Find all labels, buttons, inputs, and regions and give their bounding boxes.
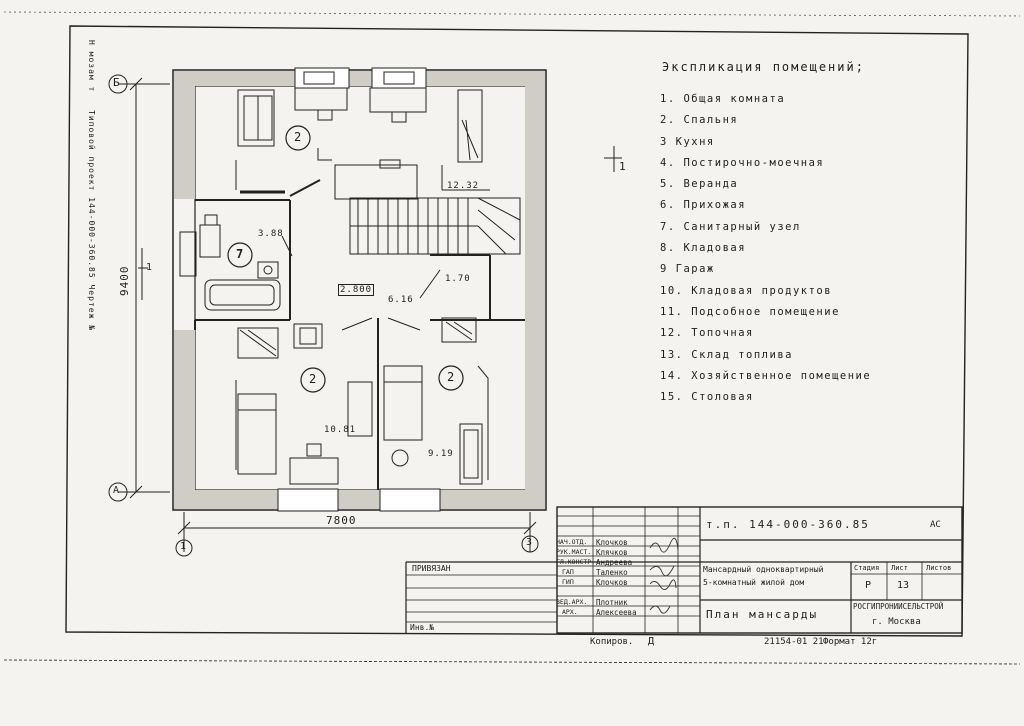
binding-label: ПРИВЯЗАН xyxy=(412,564,451,573)
explication-item: 7. Санитарный узел xyxy=(660,220,801,233)
partitions xyxy=(194,179,525,490)
role-label: РУК.МАСТ. xyxy=(556,548,592,556)
axis-b-label: Б xyxy=(113,76,120,89)
explication-item: 9 Гараж xyxy=(660,263,715,276)
explication-item: 10. Кладовая продуктов xyxy=(660,284,833,297)
top-windows xyxy=(277,67,441,512)
room-number-bedroom-left: 2 xyxy=(309,372,317,386)
explication-item: 6. Прихожая xyxy=(660,199,747,212)
section-mark-left: 1 xyxy=(146,262,153,273)
organization-city: г. Москва xyxy=(872,617,921,627)
role-label: ГЛ.КОНСТР. xyxy=(556,558,596,566)
copied-label: Копиров. xyxy=(590,637,634,647)
organization-name: РОСГИПРОНИИСЕЛЬСТРОЙ xyxy=(853,602,944,611)
axis-3-label: 3 xyxy=(526,537,533,548)
order-number: 21154-01 21 xyxy=(764,637,824,647)
role-label: ГИП xyxy=(562,578,574,586)
side-stamp-text-top: Н мозам т xyxy=(87,40,96,93)
area-label: 3.88 xyxy=(258,229,284,239)
explication-item: 15. Столовая xyxy=(660,391,754,404)
section-mark-right: 1 xyxy=(619,160,626,173)
area-label: 2.800 xyxy=(338,284,375,296)
room-number-bedroom-right: 2 xyxy=(447,370,455,384)
explication-item: 13. Склад топлива xyxy=(660,348,793,361)
furniture-top-room xyxy=(235,87,490,200)
project-name-line2: 5-комнатный жилой дом xyxy=(703,578,805,587)
person-name: Андреева xyxy=(596,558,633,567)
sheet-frame xyxy=(3,11,1021,665)
area-label: 1.70 xyxy=(445,274,471,284)
explication-item: 5. Веранда xyxy=(660,178,739,191)
explication-item: 12. Топочная xyxy=(660,327,754,340)
format-label: Формат 12г xyxy=(823,637,878,647)
drawing-code: т.п. 144-000-360.85 xyxy=(706,518,870,531)
role-label: ГАП xyxy=(562,568,574,576)
sheet-name: План мансарды xyxy=(706,608,819,621)
room-number-bathroom: 7 xyxy=(236,247,244,261)
area-label: 10.81 xyxy=(324,425,357,435)
person-name: Плотник xyxy=(596,598,628,607)
room-number-bedroom-top: 2 xyxy=(294,130,302,144)
dimension-width: 7800 xyxy=(326,514,357,527)
furniture-bedrooms xyxy=(235,235,489,485)
staircase xyxy=(349,197,521,255)
person-name: Клячков xyxy=(596,548,628,557)
explication-item: 3 Кухня xyxy=(660,135,715,148)
explication-title: Экспликация помещений; xyxy=(662,60,865,74)
explication-item: 8. Кладовая xyxy=(660,242,747,255)
explication-item: 2. Спальня xyxy=(660,114,739,127)
stage-value: Р xyxy=(865,580,872,591)
explication-item: 11. Подсобное помещение xyxy=(660,305,840,318)
explication-item: 14. Хозяйственное помещение xyxy=(660,369,872,382)
role-label: НАЧ.ОТД. xyxy=(556,538,588,546)
title-block-grid xyxy=(405,506,963,634)
wall-hatch xyxy=(174,71,545,509)
side-stamp-text: Типовой проект 144-000-360.85 Чертеж № xyxy=(87,110,96,332)
role-label: АРХ. xyxy=(562,608,578,616)
inventory-label: Инв.№ xyxy=(410,623,435,632)
drawing-code-suffix: АС xyxy=(930,520,941,530)
person-name: Клочков xyxy=(596,578,628,587)
explication-list: 1. Общая комната 2. Спальня 3 Кухня 4. П… xyxy=(660,89,871,408)
person-name: Клочков xyxy=(596,538,628,547)
project-name-line1: Мансардный одноквартирный xyxy=(703,565,824,574)
dimension-height: 9400 xyxy=(118,265,131,297)
axis-1-label: 1 xyxy=(180,541,187,552)
sheet-value: 13 xyxy=(897,580,910,591)
area-label: 12.32 xyxy=(447,181,480,191)
signatures xyxy=(649,537,679,614)
axis-a-label: А xyxy=(113,485,120,496)
room-number-circles xyxy=(227,125,464,393)
dimension-lines xyxy=(108,74,622,557)
sheets-label: Листов xyxy=(926,564,952,572)
person-name: Таленко xyxy=(596,568,628,577)
sheet-label: Лист xyxy=(891,564,908,572)
area-label: 6.16 xyxy=(388,295,414,305)
stage-label: Стадия xyxy=(854,564,880,572)
explication-item: 4. Постирочно-моечная xyxy=(660,156,825,169)
area-label: 9.19 xyxy=(428,449,454,459)
role-label: ВЕД.АРХ. xyxy=(556,598,588,606)
explication-item: 1. Общая комната xyxy=(660,93,786,105)
person-name: Алексеева xyxy=(596,608,637,617)
bathroom-fixtures xyxy=(179,214,281,311)
copied-signature: Д xyxy=(648,636,655,647)
